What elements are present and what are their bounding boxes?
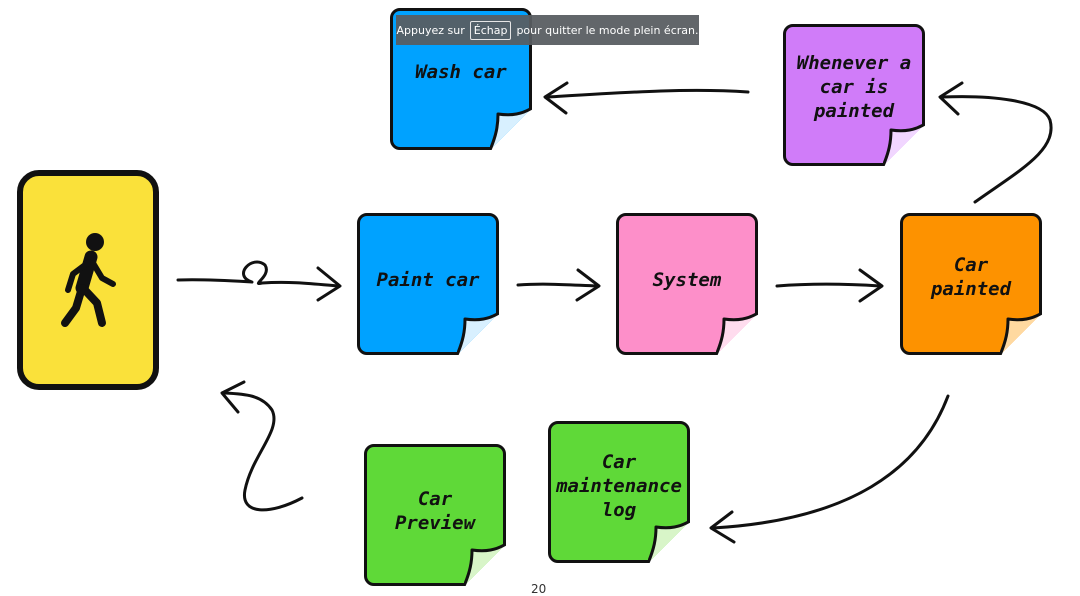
- arrow-actor-to-paint-car: [176, 260, 340, 288]
- car-painted-label: Car painted: [930, 254, 1012, 300]
- sticky-note-maintenance-log[interactable]: Car maintenance log: [548, 421, 690, 563]
- escape-key-label: Échap: [469, 20, 512, 40]
- actor-card[interactable]: [17, 170, 159, 390]
- arrowhead-preview-to-actor: [220, 380, 246, 414]
- sticky-note-car-painted[interactable]: Car painted: [900, 213, 1042, 355]
- corner-fold-icon: [883, 124, 925, 166]
- arrowhead-car-painted-to-whenever: [938, 81, 964, 116]
- arrowhead-actor-to-paint-car: [316, 266, 342, 302]
- corner-fold-icon: [716, 313, 758, 355]
- arrow-car-painted-to-whenever: [940, 95, 1053, 204]
- car-preview-label: Car Preview: [394, 488, 476, 534]
- arrow-preview-to-actor: [223, 391, 304, 512]
- sticky-note-system[interactable]: System: [616, 213, 758, 355]
- sticky-note-car-preview[interactable]: Car Preview: [364, 444, 506, 586]
- arrowhead-system-to-car-painted: [858, 268, 884, 303]
- notice-suffix: pour quitter le mode plein écran.: [516, 23, 699, 37]
- fullscreen-notice: Appuyez sur Échap pour quitter le mode p…: [396, 15, 699, 45]
- corner-fold-icon: [457, 313, 499, 355]
- arrowhead-car-painted-to-maintenance: [709, 510, 736, 544]
- pedestrian-icon: [61, 233, 116, 327]
- arrowhead-paint-car-to-system: [575, 268, 601, 302]
- wash-car-label: Wash car: [415, 61, 507, 83]
- corner-fold-icon: [648, 521, 690, 563]
- sticky-note-whenever-painted[interactable]: Whenever a car is painted: [783, 24, 925, 166]
- whenever-painted-label: Whenever a car is painted: [796, 52, 912, 122]
- arrow-whenever-to-wash-car: [546, 88, 750, 99]
- arrowhead-whenever-to-wash-car: [543, 81, 569, 115]
- corner-fold-icon: [464, 544, 506, 586]
- paint-car-label: Paint car: [376, 269, 480, 291]
- page-number: 20: [531, 582, 547, 596]
- arrow-system-to-car-painted: [775, 282, 882, 288]
- corner-fold-icon: [1000, 313, 1042, 355]
- corner-fold-icon: [490, 108, 532, 150]
- arrow-paint-car-to-system: [516, 282, 599, 288]
- arrow-car-painted-to-maintenance: [711, 394, 950, 530]
- sticky-note-paint-car[interactable]: Paint car: [357, 213, 499, 355]
- notice-prefix: Appuyez sur: [396, 23, 465, 37]
- maintenance-log-label: Car maintenance log: [556, 451, 682, 521]
- system-label: System: [652, 269, 722, 291]
